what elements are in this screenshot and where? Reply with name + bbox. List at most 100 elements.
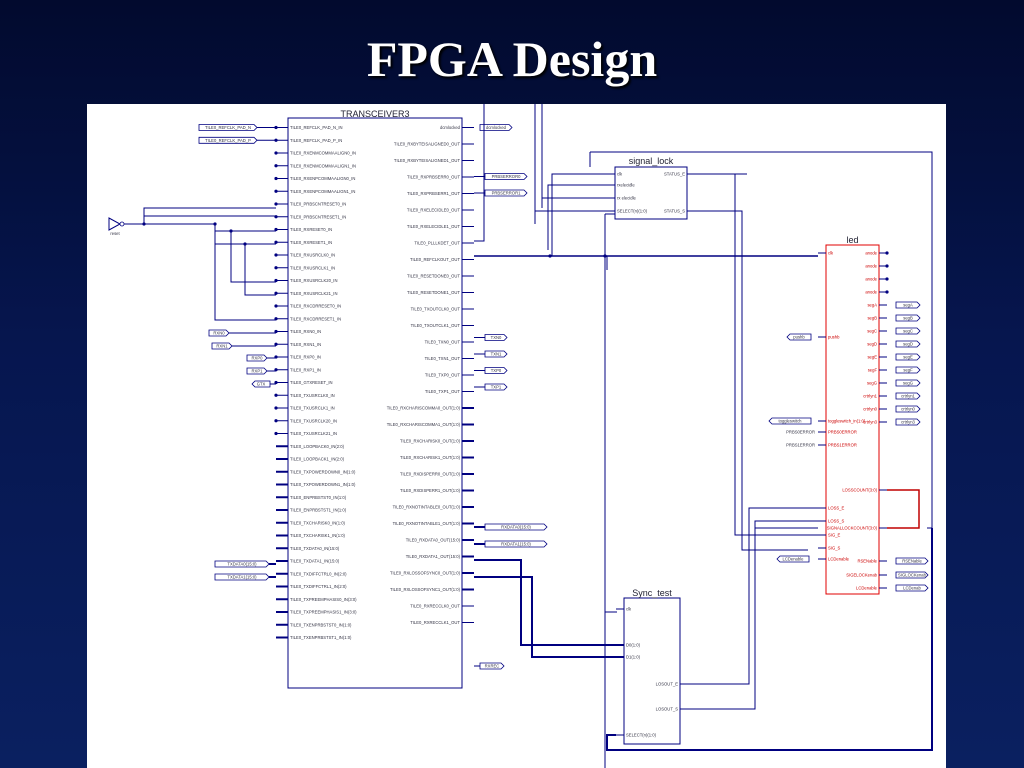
wire — [474, 104, 485, 242]
led-right-pin-label: anode — [865, 251, 877, 256]
port-rxp1-shape — [246, 367, 268, 375]
junction-dot — [274, 342, 278, 346]
sync-test-right-pin-label: LOSOUT_S — [656, 707, 679, 712]
led-left-pin-label: LOSS_E — [828, 506, 845, 511]
transceiver-left-pin-label: TILE0_RXCDRRESET1_IN — [290, 316, 341, 321]
led-port-8-shape — [895, 405, 921, 413]
port-txn1: TXN1 — [491, 352, 502, 357]
transceiver-left-pin-label: TILE0_RXENPCOMMAALIGN1_IN — [290, 189, 355, 194]
led-right-pin-label: anode — [865, 290, 877, 295]
port-txn0: TXN0 — [491, 335, 502, 340]
led-port-11-shape — [895, 571, 929, 579]
wire-count-bus — [887, 489, 920, 529]
led-port-9: crtrlyn3 — [901, 420, 915, 425]
led-port-2-shape — [895, 327, 921, 335]
sync-test-left-pin-label: SELECT(n)(1:0) — [626, 733, 657, 738]
sync-test-left-pin-label: D0(1:0) — [626, 643, 641, 648]
wire-losssync1-bus — [474, 576, 616, 658]
port-prbserror0: PRBSERROR0 — [492, 174, 522, 179]
port-gtx-shape — [251, 380, 271, 388]
port-txn1-shape — [484, 350, 508, 358]
transceiver-left-pin-label: TILE0_TXUSRCLK0_IN — [290, 393, 335, 398]
led-port-1: segB — [903, 316, 913, 321]
transceiver-left-pin-label: TILE0_RXP0_IN — [290, 355, 321, 360]
junction-dot — [274, 291, 278, 295]
wire — [695, 210, 808, 551]
wire — [590, 151, 933, 529]
junction-dot — [274, 176, 278, 181]
port-rxn0-shape — [208, 329, 230, 337]
transceiver-right-pin-label: TILE0_RXLOSSOFSYNC0_OUT(1:0) — [390, 571, 461, 576]
led-port-0: segA — [903, 303, 913, 308]
transceiver-left-pin-label: TILE0_RXENMCOMMAALIGN1_IN — [290, 163, 356, 168]
transceiver-left-pin-label: TILE0_RXP1_IN — [290, 367, 321, 372]
led-port-3: segD — [903, 342, 913, 347]
junction-dot — [274, 431, 278, 436]
port-txdata1-shape — [214, 573, 270, 581]
led-port-7-shape — [895, 392, 921, 400]
signal-lock-right-pin-label: STATUS_E — [664, 172, 685, 177]
port-rxn0: RXN0 — [213, 331, 225, 336]
signal-lock-block — [614, 166, 688, 220]
transceiver-left-pin-label: TILE0_RXRESET1_IN — [290, 240, 332, 245]
transceiver-left-pin-label: TILE0_TXPOWERDOWN0_IN(1:0) — [290, 469, 356, 474]
wire — [734, 174, 818, 536]
led-port-10-shape — [895, 557, 929, 565]
transceiver-right-pin-label: TILE0_RXDISPERR1_OUT(1:0) — [400, 488, 461, 493]
transceiver-left-pin-label: TILE0_RXUSRCLK0_IN — [290, 253, 335, 258]
port-rxn1: RXN1 — [216, 344, 228, 349]
transceiver-left-pin-label: TILE0_RXUSRCLK21_IN — [290, 291, 337, 296]
led-right-pin-label: segG — [867, 381, 877, 386]
transceiver-right-pin-label: TILE0_RESETDONE0_OUT — [407, 274, 460, 279]
led-port-toggleswitch: toggleswitch — [778, 419, 802, 424]
port-rxrec-shape — [479, 662, 505, 670]
led-right-pin-label: crtrlyn1 — [863, 394, 877, 399]
led-port-0-shape — [895, 301, 921, 309]
led-port-12-shape — [895, 584, 929, 592]
transceiver-right-pin-label: TILE0_REFCLKOUT_OUT — [410, 257, 460, 262]
inverter-net-label: reset — [110, 231, 120, 236]
transceiver-right-pin-label: TILE0_RXDATA0_OUT(15:0) — [406, 538, 461, 543]
port-gtx: GTX — [257, 382, 266, 387]
led-port-lcdenable-shape — [776, 555, 810, 563]
wire — [214, 224, 276, 232]
port-txdata0: TXDATA0(15:0) — [227, 562, 257, 567]
transceiver-right-pin-label: TILE0_TXOUTCLK1_OUT — [411, 323, 461, 328]
led-left-pin-label: toggleswitch_in(1:0) — [828, 419, 866, 424]
port-txp1: TXP1 — [491, 385, 502, 390]
junction-dot — [274, 189, 278, 193]
sync-test-left-pin-label: D1(1:0) — [626, 655, 641, 660]
port-dcmlocked: dcmlocked — [486, 125, 507, 130]
transceiver-left-pin-label: TILE0_PRBSCNTRESET1_IN — [290, 214, 346, 219]
transceiver-right-pin-label: dcmlocked — [440, 125, 461, 130]
port-rxp0-shape — [246, 354, 268, 362]
port-rxn1-shape — [211, 342, 233, 350]
transceiver-left-pin-label: TILE0_RXENPCOMMAALIGN0_IN — [290, 176, 355, 181]
led-port-4: segE — [903, 355, 913, 360]
port-rxp1: RXP1 — [252, 369, 264, 374]
transceiver-right-pin-label: TILE0_RXPRBSERR1_OUT — [407, 191, 461, 196]
port-txp1-shape — [484, 383, 508, 391]
junction-dot — [885, 290, 889, 294]
transceiver-right-pin-label: TILE0_TXN1_OUT — [425, 356, 461, 361]
led-right-pin-label: segE — [867, 355, 877, 360]
transceiver-left-pin-label: TILE0_TXENPRBSTST0_IN(1:0) — [290, 622, 352, 627]
junction-dot — [274, 266, 278, 270]
junction-dot — [274, 419, 278, 423]
wire — [143, 215, 276, 224]
junction-dot — [274, 304, 278, 308]
sync-test-title: Sync_test — [632, 588, 672, 598]
wire — [547, 184, 607, 250]
led-right-pin-label: segD — [867, 342, 877, 347]
transceiver-left-pin-label: TILE0_TXENPRBSTST1_IN(1:0) — [290, 635, 352, 640]
transceiver-left-pin-label: TILE0_REFCLK_PAD_P_IN — [290, 138, 342, 143]
led-port-12: LCDenab — [903, 586, 921, 591]
wire — [688, 520, 818, 710]
transceiver-left-pin-label: TILE0_TXUSRCLK20_IN — [290, 418, 337, 423]
junction-dot — [274, 240, 278, 244]
led-port-5: segF — [903, 368, 913, 373]
transceiver-left-pin-label: TILE0_RXENMCOMMAALIGN0_IN — [290, 151, 356, 156]
wire — [887, 489, 920, 529]
led-right-pin-label: segC — [867, 329, 877, 334]
led-left-pin-label: SIG_E — [828, 533, 841, 538]
